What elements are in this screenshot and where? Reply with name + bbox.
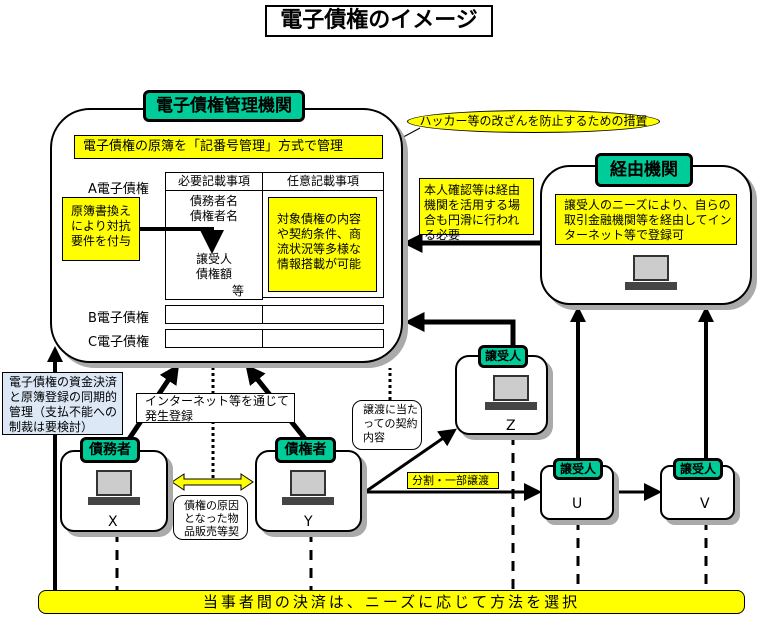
transferee-v-header: 譲受人: [673, 458, 723, 480]
page-title: 電子債権のイメージ: [265, 5, 493, 37]
internet-note: インターネット等を通じて発生登録: [136, 393, 295, 423]
laptop-icon: [282, 470, 334, 506]
row-c-required: [165, 329, 263, 348]
xy-double-arrow: [171, 473, 254, 491]
identity-note: 本人確認等は経由機関を活用する場合も円滑に行われる必要: [419, 178, 534, 242]
required-item: 債権者名: [190, 209, 239, 223]
required-item: 譲受人: [196, 252, 233, 266]
column-required: 必要記載事項: [165, 172, 263, 191]
required-item: 等: [232, 284, 245, 298]
partial-transfer-label: 分割・一部譲渡: [407, 472, 499, 489]
settlement-note: 電子債権の資金決済と原簿登録の同期的管理（支払不能への制裁は要検討）: [2, 372, 123, 435]
transferee-v-label: V: [700, 496, 710, 512]
row-b-required: [165, 305, 263, 324]
creditor-label: Y: [304, 514, 313, 530]
debtor-label: X: [108, 514, 118, 530]
intermediary-note: 譲受人のニーズにより、自らの取引金融機関等を経由してインターネット等で登録可: [555, 194, 737, 245]
required-item: 債権額: [196, 267, 233, 281]
transferee-u-label: U: [572, 496, 583, 512]
intermediary-header: 経由機関: [595, 153, 693, 187]
perfection-note: 原簿書換えにより対抗要件を付与: [62, 197, 140, 261]
laptop-icon: [625, 255, 677, 291]
required-item: 債務者名: [190, 194, 239, 208]
bottom-settlement-bar: 当事者間の決済は、ニーズに応じて方法を選択: [38, 590, 745, 614]
hacker-callout: ハッカー等の改ざんを防止するための措置: [407, 110, 660, 133]
optional-note: 対象債権の内容や契約条件、商流状況等多様な情報搭載が可能: [268, 197, 377, 292]
z-register-arrow: [404, 312, 516, 352]
laptop-icon: [485, 375, 537, 411]
transferee-u-header: 譲受人: [553, 458, 603, 480]
creditor-header: 債権者: [275, 437, 336, 463]
debtor-header: 債務者: [80, 437, 140, 463]
transferee-z-label: Z: [506, 418, 516, 434]
row-b-optional: [262, 305, 384, 324]
transferee-z-header: 譲受人: [478, 345, 528, 368]
contract-note: 債権の原因となった物品販売等契約内容: [173, 495, 248, 540]
laptop-icon: [88, 470, 140, 506]
row-label-b: B電子債権: [88, 311, 149, 326]
transfer-note: 譲渡に当たっての契約内容: [352, 400, 422, 450]
method-note: 電子債権の原簿を「記番号管理」方式で管理: [74, 135, 383, 159]
row-label-a: A電子債権: [88, 182, 149, 197]
row-c-optional: [262, 329, 384, 348]
y-to-z-arrow: [364, 428, 457, 494]
registry-header: 電子債権管理機関: [143, 90, 305, 122]
row-label-c: C電子債権: [88, 335, 150, 350]
dashed-settlement-lines: [115, 435, 708, 590]
column-optional: 任意記載事項: [262, 172, 384, 191]
